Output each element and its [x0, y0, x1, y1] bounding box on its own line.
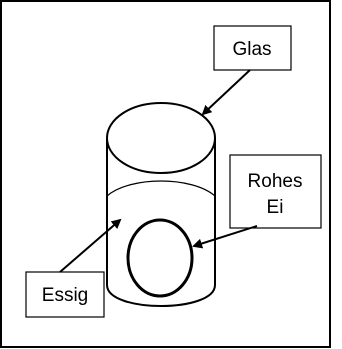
vinegar-label: Essig: [42, 285, 88, 306]
raw-egg: [126, 218, 194, 298]
vinegar-surface-line: [106, 180, 216, 197]
egg-pointer-arrow: [192, 225, 258, 249]
egg-label-line-2: Ei: [267, 197, 284, 218]
egg-label-box: [229, 154, 322, 229]
glass-label-box: [213, 25, 292, 71]
glass-pointer-arrow: [201, 69, 251, 116]
glass-rim: [106, 102, 216, 174]
vinegar-pointer-arrow: [59, 218, 122, 273]
vinegar-label-box: [25, 271, 105, 318]
egg-label-line-1: Rohes: [248, 171, 303, 192]
glass-label: Glas: [232, 39, 271, 60]
